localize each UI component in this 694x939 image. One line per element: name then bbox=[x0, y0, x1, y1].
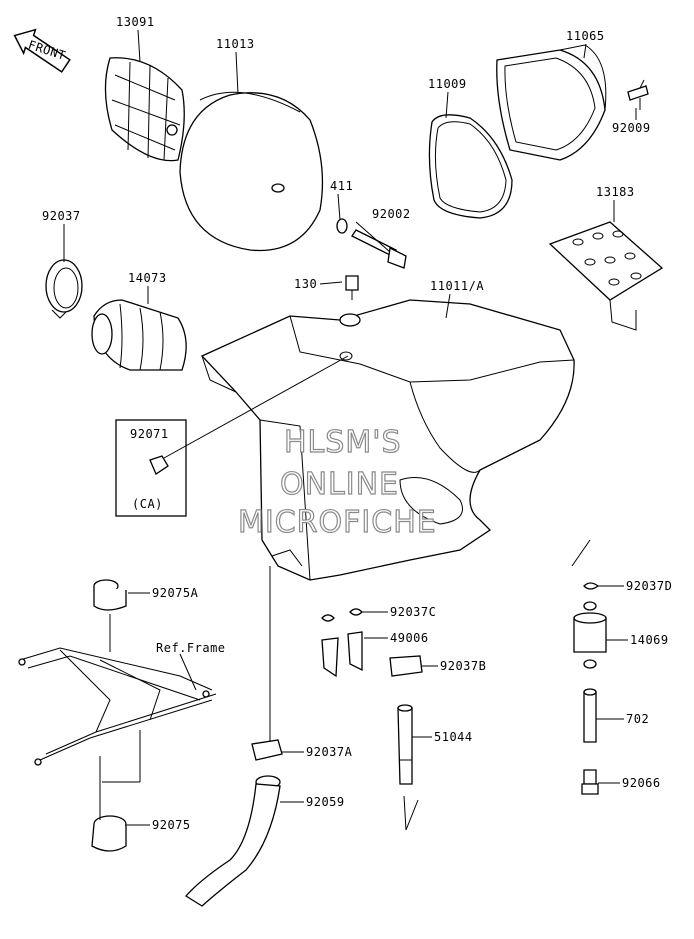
frame bbox=[18, 647, 217, 766]
watermark-line-3: MICROFICHE bbox=[238, 505, 437, 540]
part-label: 92075 bbox=[152, 818, 191, 832]
duct-14073 bbox=[91, 299, 187, 371]
part-label: 92009 bbox=[612, 121, 651, 135]
watermark-line-2: ONLINE bbox=[280, 467, 399, 502]
watermark-line-1: HLSM'S bbox=[284, 425, 402, 460]
part-label: 14069 bbox=[630, 633, 669, 647]
part-label: 13091 bbox=[116, 15, 155, 29]
part-label: 411 bbox=[330, 179, 353, 193]
screw-92009 bbox=[627, 79, 649, 110]
part-label: 92066 bbox=[622, 776, 661, 790]
bushing-92075A bbox=[93, 579, 127, 611]
clip-92037D bbox=[571, 539, 600, 590]
element-holder-13091 bbox=[104, 57, 185, 162]
part-label: 92037D bbox=[626, 579, 672, 593]
pipe-51044 bbox=[397, 704, 419, 831]
bolt-130 bbox=[345, 275, 359, 300]
part-label: 92037 bbox=[42, 209, 81, 223]
air-filter-element-11013 bbox=[179, 91, 324, 252]
part-label: 13183 bbox=[596, 185, 635, 199]
part-label: 11065 bbox=[566, 29, 605, 43]
part-label: 92075A bbox=[152, 586, 199, 600]
front-arrow-icon: FRONT bbox=[13, 28, 71, 73]
fuel-filter-14069 bbox=[573, 601, 607, 669]
part-label: 92071 bbox=[130, 427, 169, 441]
part-label: 11011/A bbox=[430, 279, 484, 293]
part-label: 11009 bbox=[428, 77, 467, 91]
part-label: 51044 bbox=[434, 730, 473, 744]
part-label: (CA) bbox=[132, 497, 163, 511]
plug-92071 bbox=[115, 355, 349, 517]
cap-49006 bbox=[321, 631, 363, 678]
bolt-92002 bbox=[351, 229, 407, 269]
part-label: 130 bbox=[294, 277, 317, 291]
pipe-702 bbox=[583, 688, 597, 743]
clamp-92037 bbox=[45, 259, 83, 319]
clamp-92037B bbox=[389, 655, 423, 677]
part-label: 92002 bbox=[372, 207, 411, 221]
part-label: 702 bbox=[626, 712, 649, 726]
part-label: 92037B bbox=[440, 659, 486, 673]
cover-11065 bbox=[496, 44, 607, 161]
part-label: 11013 bbox=[216, 37, 255, 51]
washer-411 bbox=[336, 218, 348, 234]
clip-92037C bbox=[321, 608, 363, 622]
bushing-92075 bbox=[91, 815, 127, 852]
clamp-92037A bbox=[251, 739, 283, 761]
plug-92066 bbox=[581, 769, 599, 795]
part-label: 49006 bbox=[390, 631, 429, 645]
watermark: HLSM'S ONLINE MICROFICHE bbox=[237, 424, 437, 540]
part-label: 92059 bbox=[306, 795, 345, 809]
leader-lines bbox=[63, 29, 637, 826]
air-case-11011A bbox=[200, 299, 575, 581]
part-label: 14073 bbox=[128, 271, 167, 285]
gasket-11009 bbox=[428, 114, 513, 219]
part-labels: 13091 11013 11009 11065 92009 411 92002 … bbox=[42, 15, 672, 832]
part-label: Ref.Frame bbox=[156, 641, 226, 655]
part-label: 92037A bbox=[306, 745, 353, 759]
bracket-13183 bbox=[548, 221, 664, 331]
hose-92059 bbox=[185, 775, 281, 907]
part-label: 92037C bbox=[390, 605, 436, 619]
